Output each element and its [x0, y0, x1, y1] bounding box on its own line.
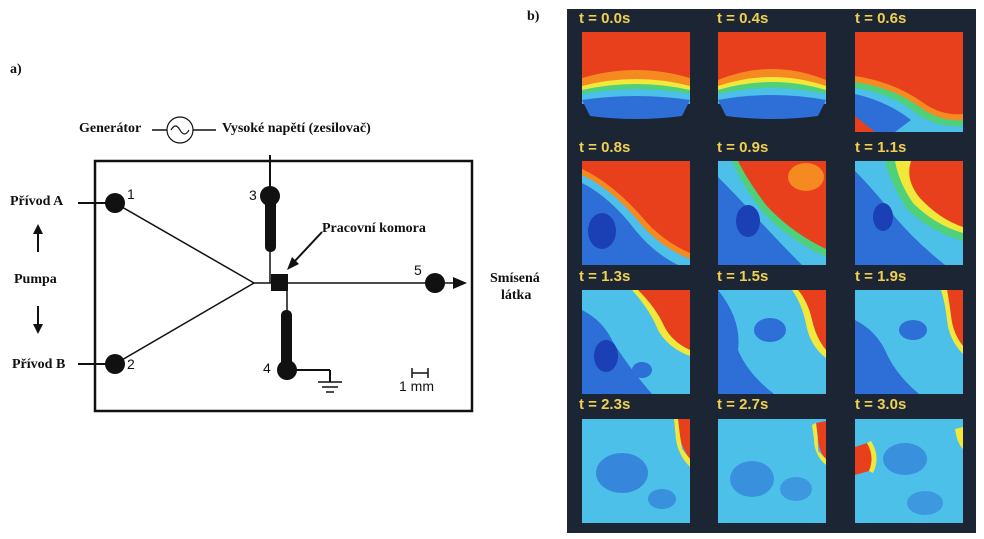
chamber-label: Pracovní komora	[322, 221, 426, 236]
time-label: t = 1.3s	[579, 268, 631, 285]
pump-label: Pumpa	[14, 272, 57, 287]
simulation-frame	[718, 419, 826, 523]
time-label: t = 0.6s	[855, 10, 907, 27]
simulation-frame	[718, 161, 826, 265]
channel-1	[114, 202, 255, 284]
simulation-frame	[718, 290, 826, 394]
simulation-panel: t = 0.0s t = 0.4s t = 0.6s t = 0.8s t = …	[567, 9, 976, 533]
ground-icon	[318, 381, 342, 393]
port-3	[260, 186, 280, 206]
simulation-frame	[582, 290, 690, 394]
time-label: t = 0.0s	[579, 10, 631, 27]
pump-arrow-up-icon	[33, 224, 43, 234]
time-label: t = 2.7s	[717, 396, 769, 413]
inlet-a-label: Přívod A	[10, 194, 64, 209]
mixed-label-line1: Smísená	[490, 271, 540, 286]
working-chamber	[271, 274, 288, 291]
time-label: t = 3.0s	[855, 396, 907, 413]
electrode-top	[265, 196, 276, 252]
node-1-label: 1	[127, 186, 135, 202]
node-5-label: 5	[414, 262, 422, 278]
scale-label: 1 mm	[399, 378, 434, 394]
time-label: t = 0.9s	[717, 139, 769, 156]
chip-outline	[93, 159, 474, 413]
simulation-frame	[855, 419, 963, 523]
node-3-label: 3	[249, 187, 257, 203]
simulation-frame	[718, 32, 826, 136]
node-4-label: 4	[263, 360, 271, 376]
port-1	[105, 193, 125, 213]
port-4	[277, 360, 297, 380]
time-label: t = 1.5s	[717, 268, 769, 285]
microfluidic-diagram	[33, 116, 474, 413]
high-voltage-label: Vysoké napětí (zesilovač)	[222, 121, 371, 136]
time-label: t = 1.9s	[855, 268, 907, 285]
time-label: t = 2.3s	[579, 396, 631, 413]
mixed-label-line2: látka	[501, 288, 532, 303]
port-5	[425, 273, 445, 293]
channel-2	[114, 282, 255, 365]
ac-source-icon	[166, 116, 194, 144]
time-label: t = 1.1s	[855, 139, 907, 156]
simulation-frame	[582, 161, 690, 265]
time-label: t = 0.8s	[579, 139, 631, 156]
scale-bar-icon	[411, 368, 429, 378]
inlet-b-label: Přívod B	[12, 357, 66, 372]
port-2	[105, 354, 125, 374]
time-label: t = 0.4s	[717, 10, 769, 27]
pump-arrow-down-icon	[33, 324, 43, 334]
simulation-frame	[855, 32, 963, 136]
chamber-pointer-line	[293, 231, 323, 263]
outlet-arrow-icon	[453, 277, 467, 289]
simulation-frame	[855, 161, 963, 265]
node-2-label: 2	[127, 356, 135, 372]
simulation-frame	[582, 32, 690, 136]
chamber-pointer-arrow-icon	[287, 257, 299, 270]
panel-b-label: b)	[527, 9, 540, 24]
electrode-bottom	[281, 310, 292, 370]
generator-label: Generátor	[79, 121, 142, 136]
simulation-frame	[582, 419, 690, 523]
panel-a-label: a)	[10, 62, 22, 77]
simulation-frame	[855, 290, 963, 394]
